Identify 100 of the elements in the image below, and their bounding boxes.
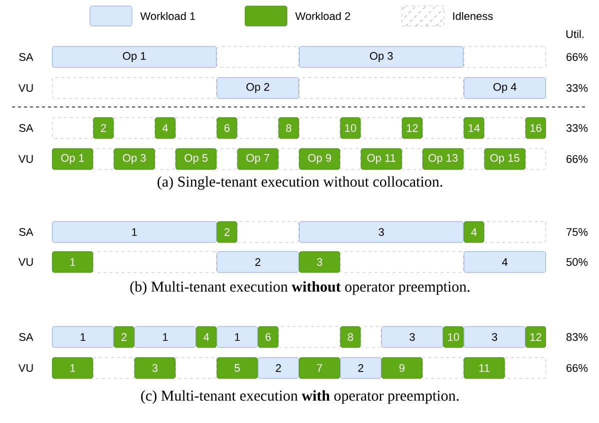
- operator-box: Op 11: [360, 148, 402, 170]
- utilization-value: 33%: [566, 124, 588, 132]
- operator-box: 7: [299, 357, 340, 379]
- operator-box: 2: [340, 357, 382, 379]
- idle-box: [216, 46, 299, 68]
- utilization-value: 33%: [566, 84, 588, 92]
- row-label: SA: [19, 333, 34, 341]
- idle-box: [360, 117, 402, 139]
- operator-box: Op 15: [484, 148, 526, 170]
- idle-box: [278, 148, 299, 170]
- idle-box: [237, 221, 299, 243]
- caption: (c) Multi-tenant execution with operator preemption.: [141, 390, 459, 404]
- row-label: VU: [18, 364, 33, 372]
- idle-box: [484, 221, 546, 243]
- operator-box: 1: [52, 221, 217, 243]
- operator-box: 2: [258, 357, 299, 379]
- idle-box: [299, 77, 464, 99]
- operator-box: Op 7: [237, 148, 278, 170]
- idle-box: [176, 357, 217, 379]
- idle-box: [526, 148, 546, 170]
- operator-box: 6: [258, 326, 278, 348]
- operator-box: 8: [340, 326, 361, 348]
- operator-box: 1: [52, 326, 114, 348]
- operator-box: 5: [216, 357, 258, 379]
- utilization-value: 83%: [566, 333, 588, 341]
- operator-box: 3: [381, 326, 443, 348]
- operator-box: 16: [526, 117, 546, 139]
- operator-box: 11: [464, 357, 505, 379]
- operator-box: 2: [216, 251, 299, 273]
- operator-box: 6: [216, 117, 238, 139]
- idle-box: [299, 117, 340, 139]
- row-label: VU: [18, 84, 33, 92]
- idle-box: [216, 148, 238, 170]
- idle-box: [52, 77, 217, 99]
- operator-box: Op 1: [52, 148, 94, 170]
- operator-box: 14: [464, 117, 484, 139]
- idle-box: [360, 326, 382, 348]
- idle-box: [93, 357, 134, 379]
- idle-box: [504, 357, 546, 379]
- idle-box: [155, 148, 176, 170]
- operator-box: Op 3: [299, 46, 464, 68]
- idle-box: [237, 117, 278, 139]
- utilization-value: 75%: [566, 228, 588, 236]
- operator-box: 3: [299, 221, 464, 243]
- utilization-value: 66%: [566, 155, 588, 163]
- operator-box: 1: [134, 326, 196, 348]
- operator-box: Op 1: [52, 46, 217, 68]
- operator-box: 12: [526, 326, 546, 348]
- row-label: SA: [19, 228, 34, 236]
- idle-box: [422, 117, 464, 139]
- idle-box: [464, 148, 484, 170]
- operator-box: 3: [464, 326, 526, 348]
- operator-box: 4: [464, 251, 546, 273]
- row-label: SA: [19, 53, 34, 61]
- idle-box: [422, 357, 464, 379]
- operator-box: 2: [93, 117, 114, 139]
- operator-box: 10: [340, 117, 361, 139]
- legend-label: Workload 1: [140, 12, 196, 20]
- idle-box: [114, 117, 155, 139]
- row-label: SA: [19, 124, 34, 132]
- row-label: VU: [18, 155, 33, 163]
- operator-box: Op 5: [176, 148, 217, 170]
- legend-label: Workload 2: [295, 12, 350, 20]
- operator-box: 9: [381, 357, 422, 379]
- column-header: Util.: [566, 30, 584, 38]
- idle-box: [340, 251, 464, 273]
- operator-box: 4: [464, 221, 484, 243]
- operator-box: 1: [52, 251, 94, 273]
- operator-box: Op 3: [114, 148, 155, 170]
- operator-box: 2: [216, 221, 238, 243]
- operator-box: Op 2: [216, 77, 299, 99]
- idle-box: [484, 117, 526, 139]
- utilization-value: 66%: [566, 364, 588, 372]
- operator-box: 12: [402, 117, 422, 139]
- operator-box: 4: [155, 117, 176, 139]
- operator-box: Op 13: [422, 148, 464, 170]
- operator-box: 3: [134, 357, 176, 379]
- operator-box: 2: [114, 326, 134, 348]
- operator-box: 8: [278, 117, 299, 139]
- legend-label: Idleness: [453, 12, 493, 20]
- caption: (b) Multi-tenant execution without operator preemption.: [130, 281, 470, 295]
- utilization-value: 50%: [566, 258, 588, 266]
- idle-box: [176, 117, 217, 139]
- operator-box: 1: [216, 326, 258, 348]
- idle-box: [52, 117, 94, 139]
- idle-box: [278, 326, 340, 348]
- operator-box: 4: [196, 326, 217, 348]
- caption: (a) Single-tenant execution without collocation.: [158, 176, 442, 190]
- idle-box: [93, 148, 114, 170]
- utilization-value: 66%: [566, 53, 588, 61]
- idle-box: [402, 148, 422, 170]
- operator-box: 10: [443, 326, 464, 348]
- operator-box: 1: [52, 357, 94, 379]
- idle-box: [340, 148, 361, 170]
- operator-box: 3: [299, 251, 340, 273]
- operator-box: Op 9: [299, 148, 340, 170]
- idle-box: [93, 251, 217, 273]
- operator-box: Op 4: [464, 77, 546, 99]
- idle-box: [464, 46, 546, 68]
- row-label: VU: [18, 258, 33, 266]
